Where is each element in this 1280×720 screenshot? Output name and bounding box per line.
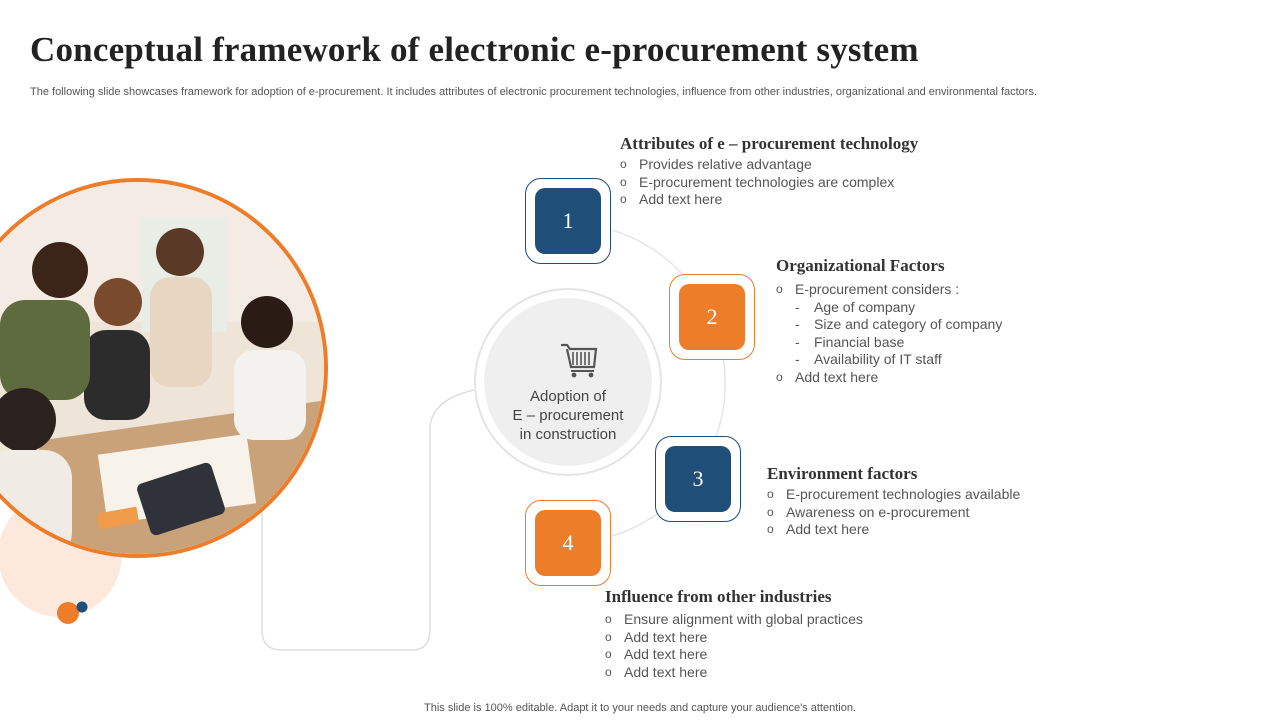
list-subitem: -Financial base (795, 333, 905, 350)
center-label: Adoption of E – procurement in construct… (484, 387, 652, 444)
decorative-dot-navy (76, 601, 88, 613)
step-3-number: 3 (665, 446, 731, 512)
step-4-heading: Influence from other industries (605, 587, 832, 606)
slide-title: Conceptual framework of electronic e-pro… (30, 30, 919, 69)
shopping-cart-icon (561, 343, 598, 378)
step-2-number: 2 (679, 284, 745, 350)
decorative-dot-orange (57, 602, 79, 624)
step-1-box: 1 (525, 178, 611, 264)
slide-footer: This slide is 100% editable. Adapt it to… (424, 702, 856, 714)
step-3-box: 3 (655, 436, 741, 522)
list-subitem: -Size and category of company (795, 316, 1003, 332)
slide-subtitle: The following slide showcases framework … (30, 86, 1038, 98)
step-4-box: 4 (525, 500, 611, 586)
connector-line (261, 389, 475, 651)
step-4-number: 4 (535, 510, 601, 576)
step-1-text-block: Attributes of e – procurement technology… (620, 134, 918, 209)
center-hub-inner: Adoption of E – procurement in construct… (484, 298, 652, 466)
center-label-line: E – procurement (512, 407, 624, 424)
step-2-heading: Organizational Factors (776, 256, 945, 275)
center-label-line: Adoption of (530, 388, 606, 405)
step-1-number: 1 (535, 188, 601, 254)
list-subitem: -Age of company (795, 298, 916, 315)
list-subitem: -Availability of IT staff (795, 351, 942, 367)
step-1-heading: Attributes of e – procurement technology (620, 134, 919, 153)
step-2-box: 2 (669, 274, 755, 360)
step-3-heading: Environment factors (767, 464, 918, 483)
center-hub: Adoption of E – procurement in construct… (474, 288, 662, 476)
center-label-line: in construction (519, 426, 617, 443)
